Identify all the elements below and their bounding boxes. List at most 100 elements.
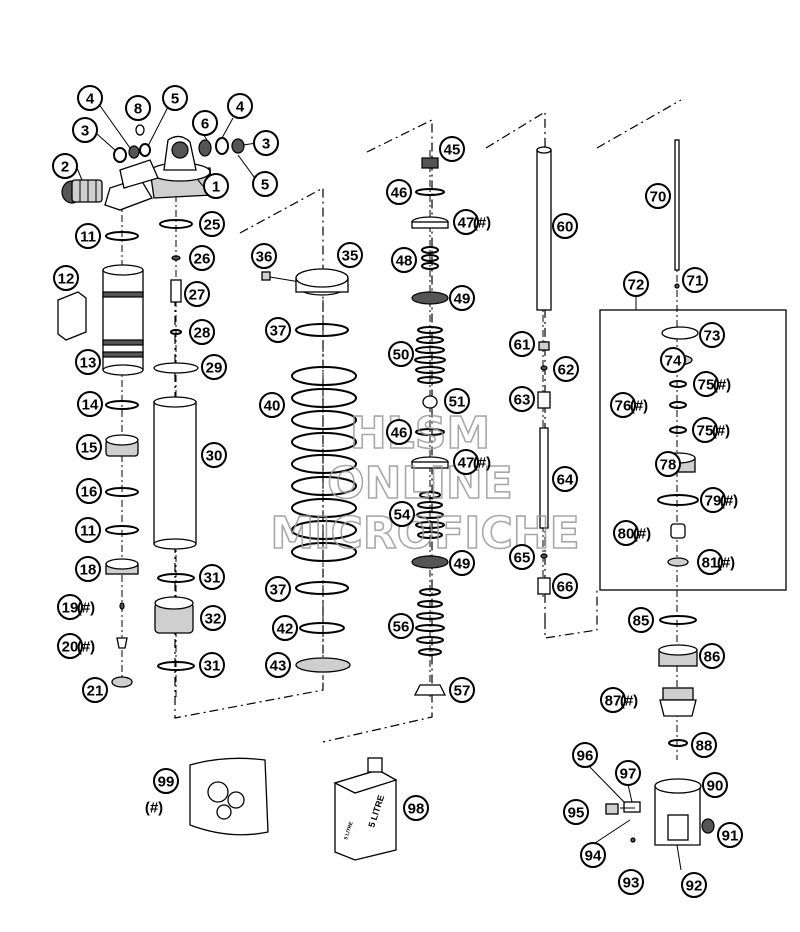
callout-number: 40 [264,398,281,415]
part-valve-body [605,778,715,846]
callout-37: 37 [265,576,291,602]
callout-number: 11 [80,229,96,246]
callout-number: 3 [262,136,270,153]
callout-circle [717,822,743,848]
callout-circle [691,732,717,758]
callout-number: 27 [189,287,206,304]
callout-97: 97 [615,760,641,786]
callout-number: 15 [81,440,98,457]
callout-circle [76,478,102,504]
callout-number: 63 [514,392,531,409]
callout-circle [200,605,226,631]
callout-circle [444,388,470,414]
callout-circle [386,179,412,205]
watermark-line-2: ONLINE [327,458,513,509]
callout-circle [628,607,654,633]
callout-75: 75(#) [692,417,730,443]
subassembly-box-72 [599,309,787,591]
callout-62: 62 [553,356,579,382]
callout-16: 16 [76,478,102,504]
callout-circle [623,271,649,297]
callout-number: 43 [270,658,287,675]
callout-circle [439,136,465,162]
callout-circle [391,247,417,273]
callout-85: 85 [628,607,654,633]
callout-63: 63 [509,386,535,412]
callout-number: 73 [704,328,721,345]
callout-circle [693,371,719,397]
callout-circle [251,243,277,269]
callout-suffix: (#) [77,600,95,617]
container-label-small: 5 LITRE [343,820,355,840]
callout-circle [252,171,278,197]
callout-circle [552,466,578,492]
callout-circle [189,319,215,345]
callout-31: 31 [199,564,225,590]
callout-72: 72 [623,271,649,297]
callout-93: 93 [618,869,644,895]
callout-number: 30 [206,448,223,465]
callout-number: 31 [204,658,221,675]
callout-70: 70 [645,183,671,209]
watermark: HLSM ONLINE MICROFICHE [270,407,581,560]
callout-number: 49 [454,291,471,308]
callout-circle [203,173,229,199]
callout-number: 29 [206,360,223,377]
callout-number: 5 [171,91,179,108]
callout-circle [645,183,671,209]
callout-36: 36 [251,243,277,269]
callout-88: 88 [691,732,717,758]
callout-circle [552,573,578,599]
callout-number: 54 [394,507,411,524]
callout-circle [125,95,151,121]
callout-number: 49 [454,556,471,573]
callout-suffix: (#) [717,555,735,572]
callout-circle [572,742,598,768]
callout-50: 50 [388,341,414,367]
callout-25: 25 [199,211,225,237]
callout-circle [509,386,535,412]
callout-circle [53,265,79,291]
callout-number: 35 [342,248,359,265]
callout-circle [403,795,429,821]
callout-suffix: (#) [720,493,738,510]
callout-circle [699,322,725,348]
callout-circle [75,556,101,582]
callout-number: 75 [697,423,714,440]
callout-circle [227,93,253,119]
callout-circle [265,317,291,343]
callout-49: 49 [449,550,475,576]
callout-76: 76(#) [610,392,648,418]
callout-46: 46 [386,419,412,445]
callout-86: 86 [699,643,725,669]
callout-number: 65 [514,550,531,567]
callout-circle [389,501,415,527]
part-adjuster-knob [61,179,103,204]
callout-number: 47 [458,455,475,472]
callout-circle [76,434,102,460]
callout-12: 12 [53,265,79,291]
callout-circle [201,354,227,380]
callout-circle [184,281,210,307]
callout-circle [618,869,644,895]
callout-circle [386,419,412,445]
callout-number: 85 [633,613,650,630]
callout-circle [509,331,535,357]
callout-number: 12 [58,271,75,288]
callout-number: 66 [557,579,574,596]
callout-91: 91 [717,822,743,848]
callout-number: 47 [458,215,475,232]
callout-number: 25 [204,217,221,234]
callout-number: 20 [62,639,79,656]
part-spring-rings [295,323,351,673]
callout-30: 30 [201,442,227,468]
part-rings-column1 [105,219,199,671]
callout-number: 88 [696,738,713,755]
callout-suffix: (#) [620,693,638,710]
callout-19: 19(#) [57,594,95,620]
callout-number: 4 [86,91,95,108]
callout-99: 99(#) [145,768,179,817]
callout-45: 45 [439,136,465,162]
callout-number: 86 [704,649,721,666]
